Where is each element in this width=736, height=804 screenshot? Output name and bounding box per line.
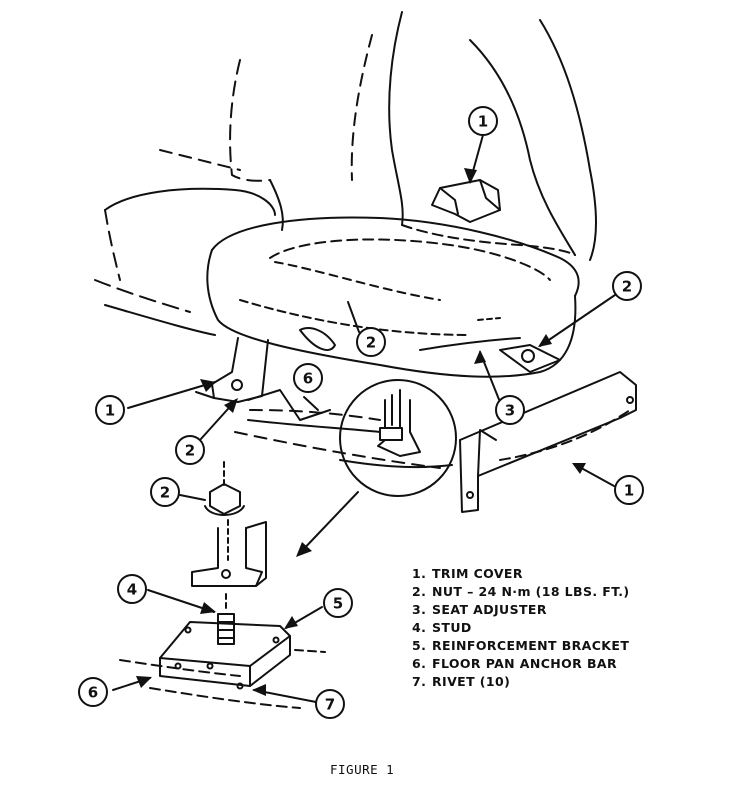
callout-3: 3 (495, 395, 525, 425)
callout-1-right: 1 (614, 475, 644, 505)
callout-4: 4 (117, 574, 147, 604)
svg-text:5: 5 (333, 595, 343, 613)
legend-number: 4. (412, 620, 427, 635)
legend-item: 7. RIVET (10) (412, 673, 712, 691)
legend-label: STUD (432, 620, 472, 635)
exploded-assembly (119, 461, 326, 709)
legend-number: 5. (412, 638, 427, 653)
right-anchor-bar (459, 371, 637, 513)
svg-text:1: 1 (478, 113, 488, 131)
svg-text:2: 2 (185, 442, 195, 460)
callout-1-left: 1 (95, 395, 125, 425)
legend-number: 3. (412, 602, 427, 617)
trim-cover-part (431, 179, 501, 223)
second-seat (94, 59, 284, 336)
callout-5: 5 (323, 588, 353, 618)
svg-text:1: 1 (624, 482, 634, 500)
detail-circle (339, 379, 457, 497)
legend-item: 6. FLOOR PAN ANCHOR BAR (412, 655, 712, 673)
legend-number: 7. (412, 674, 427, 689)
svg-text:2: 2 (160, 484, 170, 502)
callout-6-bottom: 6 (78, 677, 108, 707)
parts-legend: 1. TRIM COVER 2. NUT – 24 N·m (18 LBS. F… (412, 565, 712, 691)
legend-item: 4. STUD (412, 619, 712, 637)
svg-text:6: 6 (303, 370, 313, 388)
legend-item: 3. SEAT ADJUSTER (412, 601, 712, 619)
callout-2-seat: 2 (356, 327, 386, 357)
legend-number: 2. (412, 584, 427, 599)
legend-item: 5. REINFORCEMENT BRACKET (412, 637, 712, 655)
svg-text:2: 2 (366, 334, 376, 352)
legend-label: TRIM COVER (432, 566, 523, 581)
callout-2-left: 2 (175, 435, 205, 465)
arrow-heads (136, 168, 586, 696)
svg-text:6: 6 (88, 684, 98, 702)
callout-6-mid: 6 (293, 363, 323, 393)
legend-number: 1. (412, 566, 427, 581)
svg-text:3: 3 (505, 402, 515, 420)
callout-2-nut: 2 (150, 477, 180, 507)
figure-caption: FIGURE 1 (330, 762, 395, 777)
legend-label: SEAT ADJUSTER (432, 602, 547, 617)
legend-item: 2. NUT – 24 N·m (18 LBS. FT.) (412, 583, 712, 601)
callout-1-top: 1 (468, 106, 498, 136)
callouts: 1 2 2 6 1 3 2 1 (78, 106, 644, 719)
svg-text:7: 7 (325, 696, 335, 714)
legend-number: 6. (412, 656, 427, 671)
legend-label: FLOOR PAN ANCHOR BAR (432, 656, 617, 671)
legend-label: NUT – 24 N·m (18 LBS. FT.) (432, 584, 630, 599)
callout-2-right: 2 (612, 271, 642, 301)
seat-back (350, 11, 597, 261)
callout-7: 7 (315, 689, 345, 719)
legend-item: 1. TRIM COVER (412, 565, 712, 583)
svg-text:2: 2 (622, 278, 632, 296)
legend-label: REINFORCEMENT BRACKET (432, 638, 630, 653)
svg-text:1: 1 (105, 402, 115, 420)
floor-pan-anchor-bar-mid (247, 389, 381, 433)
svg-text:4: 4 (127, 581, 137, 599)
seat-adjuster-part (419, 317, 561, 373)
seat-cushion (206, 216, 580, 378)
legend-label: RIVET (10) (432, 674, 511, 689)
